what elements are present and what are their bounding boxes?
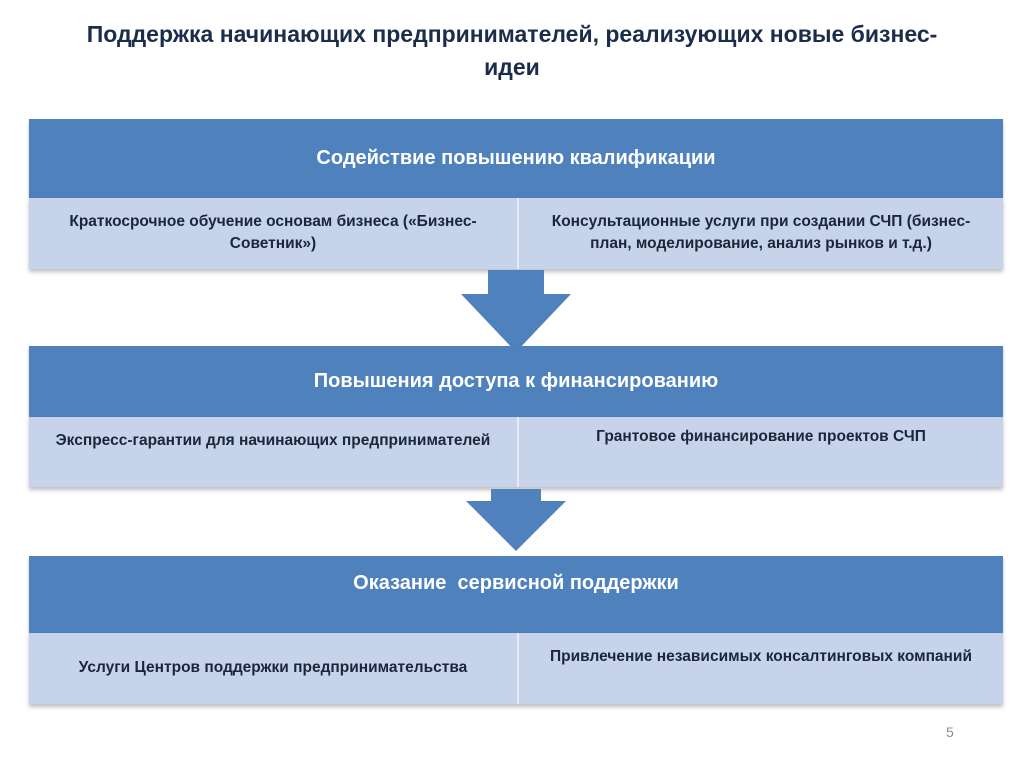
cell-independent-consultants: Привлечение независимых консалтинговых к… xyxy=(517,633,1003,704)
block-qualification: Содействие повышению квалификации Кратко… xyxy=(29,119,1003,269)
cell-express-guarantees: Экспресс-гарантии для начинающих предпри… xyxy=(29,417,517,487)
block-header-service-support: Оказание сервисной поддержки xyxy=(29,556,1003,633)
block-financing: Повышения доступа к финансированию Экспр… xyxy=(29,346,1003,487)
block-service-support: Оказание сервисной поддержки Услуги Цент… xyxy=(29,556,1003,704)
block-row-qualification: Краткосрочное обучение основам бизнеса (… xyxy=(29,198,1003,269)
block-header-qualification: Содействие повышению квалификации xyxy=(29,119,1003,198)
page-number: 5 xyxy=(946,724,954,740)
slide-title: Поддержка начинающих предпринимателей, р… xyxy=(86,21,938,80)
cell-consulting-services: Консультационные услуги при создании СЧП… xyxy=(517,198,1003,269)
down-arrow-icon xyxy=(461,270,571,352)
block-row-financing: Экспресс-гарантии для начинающих предпри… xyxy=(29,417,1003,487)
cell-grant-financing: Грантовое финансирование проектов СЧП xyxy=(517,417,1003,487)
cell-business-training: Краткосрочное обучение основам бизнеса (… xyxy=(29,198,517,269)
down-arrow-icon xyxy=(466,489,566,551)
block-row-service-support: Услуги Центров поддержки предприниматель… xyxy=(29,633,1003,704)
block-header-financing: Повышения доступа к финансированию xyxy=(29,346,1003,417)
cell-support-centers: Услуги Центров поддержки предприниматель… xyxy=(29,633,517,704)
